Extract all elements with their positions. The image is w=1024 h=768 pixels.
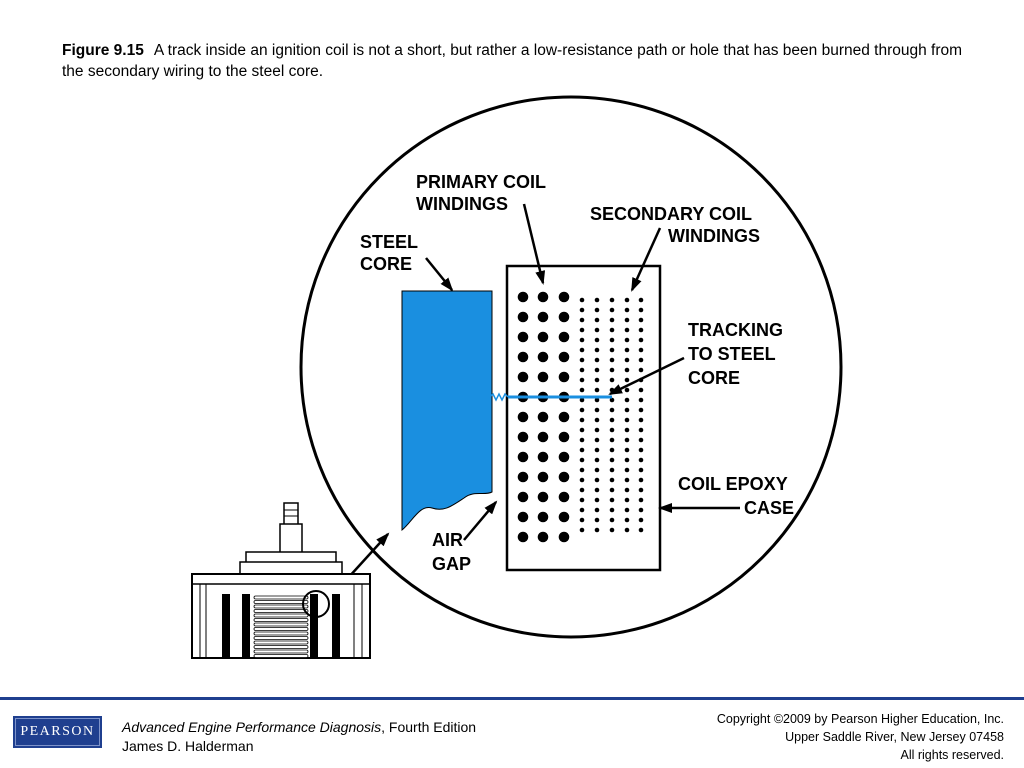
logo-text: PEARSON <box>20 724 95 739</box>
label-air-line1: AIR <box>432 530 463 550</box>
label-tracking-line3: CORE <box>688 368 740 388</box>
label-tracking-line2: TO STEEL <box>688 344 776 364</box>
book-edition: , Fourth Edition <box>381 719 477 735</box>
primary-coil-windings <box>517 291 570 543</box>
label-steel-line2: CORE <box>360 254 412 274</box>
arrow-tracking <box>608 356 685 396</box>
label-epoxy-line1: COIL EPOXY <box>678 474 788 494</box>
label-air-line2: GAP <box>432 554 471 574</box>
copyright-line-2: Upper Saddle River, New Jersey 07458 <box>785 730 1004 744</box>
secondary-coil-windings <box>579 297 644 533</box>
steel-core <box>401 290 493 532</box>
footer-divider <box>0 697 1024 700</box>
book-info: Advanced Engine Performance Diagnosis, F… <box>122 718 476 756</box>
label-primary-line2: WINDINGS <box>416 194 508 214</box>
ignition-coil-diagram: PRIMARY COIL WINDINGS SECONDARY COIL WIN… <box>191 95 843 659</box>
magnified-view-circle <box>299 95 843 639</box>
label-tracking-line1: TRACKING <box>688 320 783 340</box>
label-epoxy-line2: CASE <box>744 498 794 518</box>
arrow-primary <box>522 203 546 285</box>
copyright-line-3: All rights reserved. <box>900 748 1004 762</box>
label-primary-line1: PRIMARY COIL <box>416 172 546 192</box>
arrow-air-gap <box>463 500 498 541</box>
label-steel-line1: STEEL <box>360 232 418 252</box>
book-author: James D. Halderman <box>122 738 254 754</box>
book-title: Advanced Engine Performance Diagnosis <box>122 719 382 735</box>
ignition-coil-cutaway <box>191 502 371 659</box>
pearson-logo: PEARSON <box>13 716 102 748</box>
label-secondary-line2: WINDINGS <box>668 226 760 246</box>
label-secondary-line1: SECONDARY COIL <box>590 204 752 224</box>
caption-text: A track inside an ignition coil is not a… <box>62 42 963 80</box>
arrow-secondary <box>630 227 662 292</box>
tracking-path-zigzag <box>489 392 509 402</box>
copyright-line-1: Copyright ©2009 by Pearson Higher Educat… <box>716 712 1004 726</box>
figure-label: Figure 9.15 <box>62 42 144 59</box>
arrow-steel-core <box>425 257 454 292</box>
copyright-notice: Copyright ©2009 by Pearson Higher Educat… <box>717 710 1004 764</box>
